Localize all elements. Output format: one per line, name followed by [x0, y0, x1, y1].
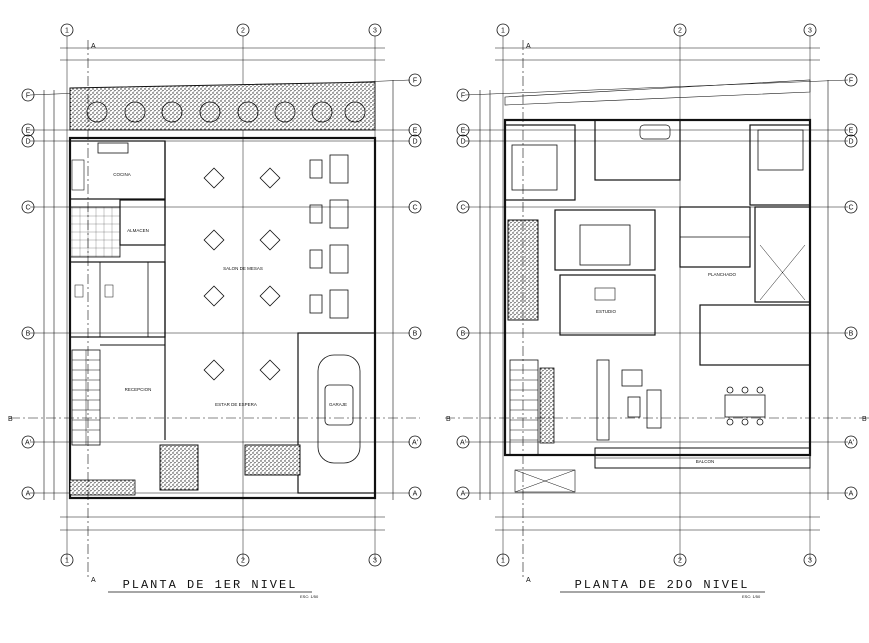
- plan-scale-1: ESC: 1/50: [300, 594, 319, 599]
- svg-text:B: B: [849, 331, 854, 338]
- svg-text:F: F: [849, 78, 853, 85]
- svg-text:A: A: [91, 43, 96, 50]
- second-floor-axis-labels: 1 2 3 1 2 3 F E D C B A' A F E D C B A' …: [446, 28, 867, 585]
- booth-tables: [309, 154, 349, 319]
- svg-text:D: D: [848, 139, 853, 146]
- garage: [297, 332, 376, 494]
- svg-text:D: D: [412, 139, 417, 146]
- first-floor-title-block: PLANTA DE 1ER NIVEL ESC: 1/50: [108, 578, 319, 599]
- svg-text:F: F: [413, 78, 417, 85]
- svg-text:1: 1: [501, 558, 505, 565]
- axis-bubbles: [456, 23, 858, 567]
- kitchen-upper: [699, 304, 811, 366]
- plan-title-2: PLANTA DE 2DO NIVEL: [575, 578, 750, 592]
- room-label-cocina: COCINA: [113, 172, 131, 177]
- svg-text:2: 2: [241, 558, 245, 565]
- svg-text:E: E: [413, 128, 418, 135]
- bedroom-2: [749, 124, 811, 206]
- svg-text:1: 1: [65, 558, 69, 565]
- svg-text:D: D: [25, 139, 30, 146]
- dimension-lines: [43, 47, 394, 531]
- room-label-balcon: BALCON: [696, 459, 715, 464]
- row-axes: [29, 79, 411, 494]
- svg-text:2: 2: [241, 28, 245, 35]
- room-label-recepcion: RECEPCION: [125, 387, 152, 392]
- svg-text:F: F: [461, 93, 465, 100]
- svg-text:E: E: [461, 128, 466, 135]
- svg-text:A: A: [461, 491, 466, 498]
- svg-text:C: C: [25, 205, 30, 212]
- study: [559, 274, 656, 336]
- svg-text:A: A: [413, 491, 418, 498]
- room-label-almacen: ALMACEN: [127, 228, 149, 233]
- svg-text:B: B: [862, 416, 867, 423]
- svg-text:A': A': [412, 440, 418, 447]
- svg-text:E: E: [849, 128, 854, 135]
- svg-text:B: B: [8, 416, 13, 423]
- front-planter-left: [159, 444, 199, 491]
- room-label-salon: SALON DE MESAS: [223, 266, 263, 271]
- svg-text:A: A: [526, 577, 531, 584]
- svg-text:A': A': [460, 440, 466, 447]
- room-label-estudio: ESTUDIO: [596, 309, 617, 314]
- bedroom-3: [554, 209, 656, 271]
- second-floor-plan: [445, 23, 869, 580]
- svg-text:B: B: [413, 331, 418, 338]
- svg-text:3: 3: [808, 28, 812, 35]
- svg-text:B: B: [461, 331, 466, 338]
- svg-text:B: B: [446, 416, 451, 423]
- svg-text:A': A': [848, 440, 854, 447]
- first-floor-axis-labels: 1 2 3 1 2 3 F E D C B A' A F E D C B A' …: [8, 28, 418, 585]
- room-label-planchado: PLANCHADO: [708, 272, 737, 277]
- svg-text:A: A: [849, 491, 854, 498]
- stair: [71, 349, 101, 446]
- bathroom-block: [69, 261, 166, 338]
- front-garden: [69, 81, 376, 131]
- laundry: [754, 206, 811, 303]
- outer-walls: [68, 136, 377, 500]
- svg-text:2: 2: [678, 28, 682, 35]
- second-floor-room-labels: PLANCHADO ESTUDIO BALCON: [596, 272, 737, 464]
- garden-shrubs: [86, 101, 366, 123]
- svg-text:D: D: [460, 139, 465, 146]
- dining-tables: [203, 167, 281, 381]
- svg-text:2: 2: [678, 558, 682, 565]
- column-axes: [502, 36, 811, 560]
- first-floor-plan: [10, 23, 422, 580]
- room-label-garaje: GARAJE: [329, 402, 347, 407]
- svg-text:A: A: [91, 577, 96, 584]
- planter-center: [539, 367, 555, 444]
- second-floor-title-block: PLANTA DE 2DO NIVEL ESC: 1/50: [560, 578, 765, 599]
- svg-text:F: F: [26, 93, 30, 100]
- svg-text:3: 3: [373, 558, 377, 565]
- svg-text:C: C: [848, 205, 853, 212]
- svg-text:3: 3: [373, 28, 377, 35]
- first-floor-room-labels: COCINA ALMACEN RECEPCION SALON DE MESAS …: [113, 172, 347, 407]
- svg-text:C: C: [460, 205, 465, 212]
- plan-scale-2: ESC: 1/50: [742, 594, 761, 599]
- axis-bubbles: [21, 23, 422, 567]
- dimension-lines: [479, 47, 829, 531]
- car: [317, 354, 361, 464]
- svg-text:1: 1: [65, 28, 69, 35]
- svg-text:A': A': [25, 440, 31, 447]
- svg-text:B: B: [26, 331, 31, 338]
- svg-text:C: C: [412, 205, 417, 212]
- stair-upper: [509, 359, 539, 456]
- living-furniture: [596, 359, 766, 441]
- bedroom-1: [504, 124, 576, 201]
- room-label-estar: ESTAR DE ESPERA: [215, 402, 257, 407]
- front-planter-right: [244, 444, 301, 476]
- svg-text:A: A: [526, 43, 531, 50]
- svg-text:E: E: [26, 128, 31, 135]
- svg-text:A: A: [26, 491, 31, 498]
- bathroom-upper: [594, 119, 681, 181]
- svg-text:3: 3: [808, 558, 812, 565]
- plan-title-1: PLANTA DE 1ER NIVEL: [123, 578, 298, 592]
- svg-text:1: 1: [501, 28, 505, 35]
